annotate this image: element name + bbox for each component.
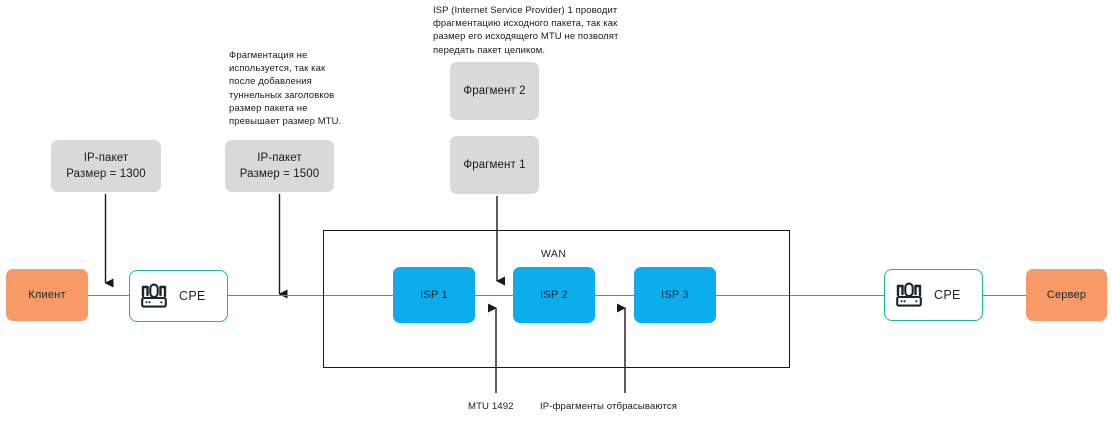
link-cpe-right-to-server (982, 295, 1026, 297)
caption-mtu-1492: MTU 1492 (468, 401, 514, 412)
isp-node-label: ISP 2 (540, 289, 568, 301)
cpe-right[interactable]: CPE (884, 269, 983, 321)
fragment-label: Фрагмент 2 (463, 85, 526, 97)
router-icon (139, 283, 169, 310)
link-client-to-cpe-left (88, 295, 130, 297)
link-isp2-to-isp3 (594, 295, 636, 297)
isp-node-1[interactable]: ISP 1 (393, 267, 475, 323)
caption-fragments-dropped: IP-фрагменты отбрасываются (540, 401, 678, 412)
isp-node-label: ISP 1 (420, 289, 448, 301)
fragment-box-1: Фрагмент 1 (450, 136, 539, 194)
annotation-tunnel-no-fragmentation: Фрагментация не используется, так как по… (229, 50, 342, 128)
packet-title: IP-пакет (257, 152, 302, 164)
packet-size: Размер = 1300 (66, 168, 146, 180)
router-icon (894, 282, 924, 309)
packet-size: Размер = 1500 (239, 168, 320, 180)
annotation-isp1-fragmentation: ISP (Internet Service Provider) 1 провод… (433, 5, 619, 56)
link-cpe-left-to-isp1 (228, 295, 403, 297)
cpe-left-label: CPE (179, 289, 206, 303)
endpoint-server[interactable]: Сервер (1026, 269, 1107, 321)
fragment-box-2: Фрагмент 2 (450, 62, 539, 120)
wan-label: WAN (541, 248, 567, 260)
packet-box-1300: IP-пакет Размер = 1300 (51, 140, 161, 192)
isp-node-3[interactable]: ISP 3 (634, 267, 716, 323)
fragment-label: Фрагмент 1 (463, 159, 526, 171)
packet-box-1500: IP-пакет Размер = 1500 (225, 140, 334, 192)
endpoint-client[interactable]: Клиент (6, 269, 88, 321)
endpoint-client-label: Клиент (28, 289, 66, 301)
cpe-left[interactable]: CPE (129, 270, 228, 322)
isp-node-label: ISP 3 (661, 289, 689, 301)
packet-title: IP-пакет (83, 152, 129, 164)
link-isp3-to-cpe-right (714, 295, 884, 297)
link-isp1-to-isp2 (474, 295, 520, 297)
isp-node-2[interactable]: ISP 2 (513, 267, 595, 323)
wan-container (323, 230, 790, 368)
endpoint-server-label: Сервер (1046, 289, 1087, 301)
cpe-right-label: CPE (934, 288, 961, 302)
